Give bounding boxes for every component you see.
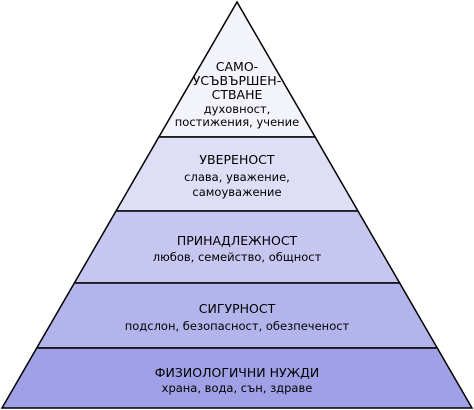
- tier-2-detail-line: слава, уважение,: [184, 170, 290, 184]
- tier-2-title-line: УВЕРЕНОСТ: [199, 152, 274, 167]
- tier-5-title-line: ФИЗИОЛОГИЧНИ НУЖДИ: [155, 365, 319, 380]
- pyramid-tier-1: САМО-УСЪВЪРШЕН-СТВАНЕдуховност,постижени…: [157, 0, 317, 138]
- tier-4-title-line: СИГУРНОСТ: [199, 301, 276, 316]
- tier-1-detail-line: духовност,: [204, 102, 271, 116]
- tier-3-detail-line: любов, семейство, общност: [153, 250, 322, 264]
- tier-2-detail-line: самоуважение: [192, 185, 281, 199]
- tier-5-detail-line: храна, вода, сън, здраве: [162, 381, 313, 395]
- tier-3-title-line: ПРИНАДЛЕЖНОСТ: [177, 233, 298, 248]
- tier-1-detail-line: постижения, учение: [175, 115, 299, 129]
- pyramid-tier-3: ПРИНАДЛЕЖНОСТ любов, семейство, общност: [73, 210, 401, 284]
- tier-1-title-line: УСЪВЪРШЕН-: [193, 73, 281, 88]
- tier-1-title-line: САМО-: [216, 59, 258, 74]
- pyramid-tier-4: СИГУРНОСТ подслон, безопасност, обезпечен…: [35, 282, 439, 349]
- tier-5-shape: [0, 347, 474, 409]
- tier-1-title-line: СТВАНЕ: [212, 87, 263, 102]
- pyramid-tier-2: УВЕРЕНОСТ слава, уважение,самоуважение: [114, 136, 360, 212]
- tier-4-detail-line: подслон, безопасност, обезпеченост: [125, 319, 350, 333]
